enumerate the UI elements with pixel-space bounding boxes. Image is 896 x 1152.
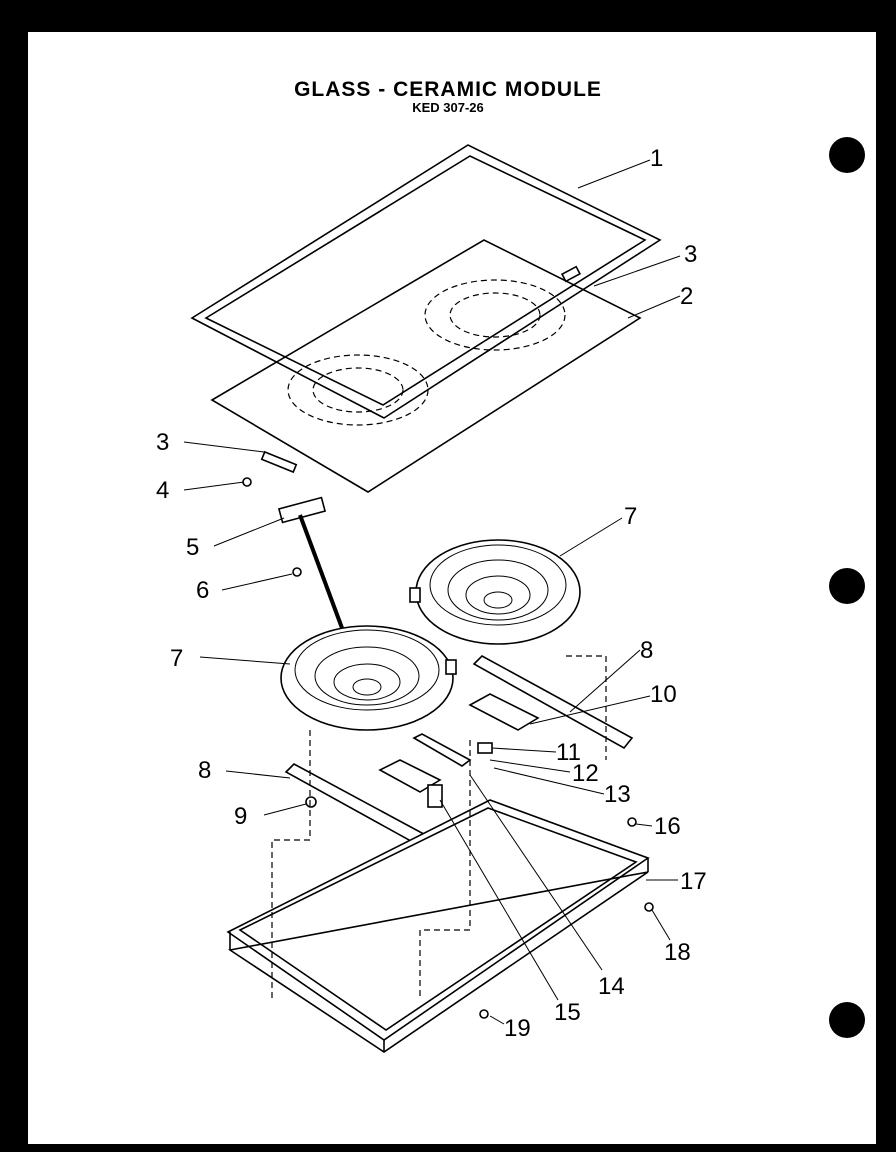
binder-hole (829, 1002, 865, 1038)
callout-5: 5 (186, 534, 199, 561)
callout-9: 9 (234, 803, 247, 830)
connector (477, 742, 493, 754)
model-number: KED 307-26 (412, 100, 484, 115)
junction-box (378, 759, 442, 793)
binder-hole (829, 137, 865, 173)
callout-4: 4 (156, 477, 169, 504)
limiter-sensor (277, 496, 344, 629)
diagram-title: GLASS - CERAMIC MODULE (294, 78, 602, 101)
nut (305, 796, 317, 808)
callout-1: 1 (650, 145, 663, 172)
screw (627, 817, 637, 827)
callout-13: 13 (604, 781, 631, 808)
callout-10: 10 (650, 681, 677, 708)
trim-clip (260, 450, 298, 474)
callout-8: 8 (640, 637, 653, 664)
leader-lines (183, 159, 681, 1025)
terminal-block (468, 693, 540, 731)
cord-bracket (427, 784, 443, 808)
callout-7: 7 (624, 503, 637, 530)
callout-18: 18 (664, 939, 691, 966)
callout-16: 16 (654, 813, 681, 840)
callout-3: 3 (684, 241, 697, 268)
callout-19: 19 (504, 1015, 531, 1042)
glass-ceramic-top (210, 239, 642, 493)
trim-clip (560, 265, 582, 283)
surface-element-upper (409, 539, 581, 645)
binder-hole (829, 568, 865, 604)
callout-3: 3 (156, 429, 169, 456)
module-pan (226, 799, 650, 1053)
callout-14: 14 (598, 973, 625, 1000)
callout-6: 6 (196, 577, 209, 604)
callout-15: 15 (554, 999, 581, 1026)
screw (242, 477, 252, 487)
bracket (412, 733, 472, 767)
callout-12: 12 (572, 760, 599, 787)
screw (644, 902, 654, 912)
callout-11: 11 (556, 739, 581, 766)
callout-17: 17 (680, 868, 707, 895)
callout-2: 2 (680, 283, 693, 310)
surface-element-lower (280, 625, 457, 731)
screw (479, 1009, 489, 1019)
element-support-bar (472, 655, 634, 750)
callout-8: 8 (198, 757, 211, 784)
callout-7: 7 (170, 645, 183, 672)
trim-frame (190, 144, 662, 419)
